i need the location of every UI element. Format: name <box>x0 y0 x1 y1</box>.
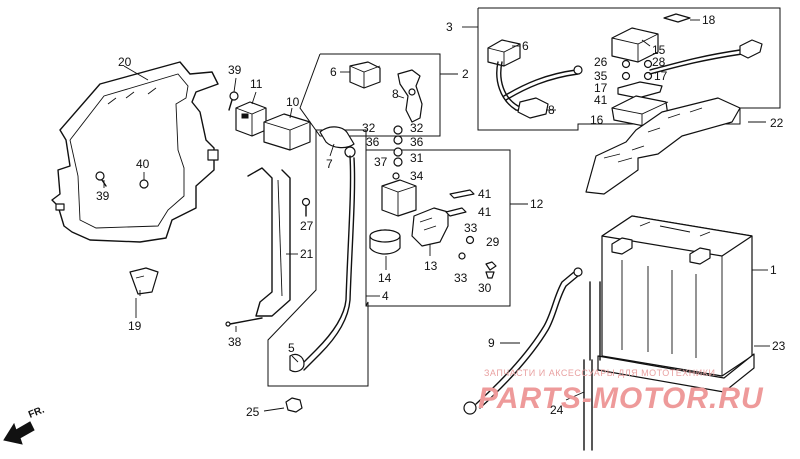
battery-cable-right <box>496 61 583 115</box>
callout-35: 35 <box>594 69 608 83</box>
fuses-41 <box>445 189 475 217</box>
battery-1 <box>601 215 768 377</box>
callout-24: 24 <box>550 403 564 417</box>
nut-40 <box>139 172 149 189</box>
callout-8-right: 8 <box>548 103 555 117</box>
callout-22: 22 <box>770 116 784 130</box>
label-18 <box>663 13 700 23</box>
assembly-frame-3 <box>462 7 781 131</box>
terminal-8-left <box>397 69 423 123</box>
callout-41-top: 41 <box>594 93 608 107</box>
watermark: ЗАПЧАСТИ И АКСЕССУАРЫ ДЛЯ МОТОТЕХНИКИ PA… <box>478 368 764 415</box>
nut-25 <box>263 397 303 413</box>
callout-15: 15 <box>652 43 666 57</box>
callout-28: 28 <box>652 55 666 69</box>
callout-12: 12 <box>530 197 544 211</box>
assembly-frame-4 <box>267 129 380 387</box>
callout-23: 23 <box>772 339 786 353</box>
callout-11: 11 <box>250 77 263 91</box>
callout-34: 34 <box>410 169 424 183</box>
battery-holder-22 <box>585 97 766 195</box>
assembly-frame-2 <box>299 53 458 137</box>
callout-32-right: 32 <box>410 121 424 135</box>
callout-33-lower: 33 <box>454 271 468 285</box>
callout-4: 4 <box>382 289 389 303</box>
ground-cable-9 <box>463 267 583 415</box>
cover-6-right <box>487 39 521 67</box>
front-direction-label: FR. <box>27 404 46 420</box>
cover-6-left <box>340 61 381 89</box>
front-direction-arrow: FR. <box>3 404 46 445</box>
battery-pad-23 <box>597 345 770 393</box>
callout-36-right: 36 <box>410 135 424 149</box>
callout-39-lower: 39 <box>96 189 110 203</box>
callout-3: 3 <box>446 20 453 34</box>
callout-9: 9 <box>488 336 495 350</box>
battery-case-20 <box>51 61 219 243</box>
callout-27: 27 <box>300 219 314 233</box>
breather-tube-24 <box>565 281 601 451</box>
callout-36-left: 36 <box>366 135 380 149</box>
bolt-39-lower <box>95 171 107 188</box>
fuse-holder-13 <box>411 207 449 256</box>
callout-30: 30 <box>478 281 492 295</box>
callout-6-right: 6 <box>522 39 529 53</box>
relay-11 <box>235 91 267 137</box>
callout-26: 26 <box>594 55 608 69</box>
starter-relay-14 <box>369 179 417 270</box>
callout-6-left: 6 <box>330 65 337 79</box>
callout-16: 16 <box>590 113 604 127</box>
callout-8-left: 8 <box>392 87 399 101</box>
callout-17-left: 17 <box>594 81 608 95</box>
callout-1: 1 <box>770 263 777 277</box>
clip-19 <box>129 267 159 318</box>
callout-31: 31 <box>410 151 424 165</box>
callout-13: 13 <box>424 259 438 273</box>
callout-5: 5 <box>288 341 295 355</box>
callout-14: 14 <box>378 271 392 285</box>
bracket-21 <box>247 167 298 317</box>
callouts: 20 39 11 10 40 39 19 27 21 38 25 5 7 4 6… <box>96 13 786 419</box>
callout-10: 10 <box>286 95 300 109</box>
callout-20: 20 <box>118 55 132 69</box>
bolt-39-upper <box>228 77 239 111</box>
pin-38 <box>225 317 263 332</box>
callout-17-right: 17 <box>654 69 668 83</box>
callout-7: 7 <box>326 157 333 171</box>
callout-41-mid: 41 <box>478 187 492 201</box>
callout-25: 25 <box>246 405 260 419</box>
watermark-caption: ЗАПЧАСТИ И АКСЕССУАРЫ ДЛЯ МОТОТЕХНИКИ <box>484 368 715 378</box>
fuse-box-15 <box>611 27 659 63</box>
terminal-cover-7 <box>319 126 356 158</box>
callout-21: 21 <box>300 247 314 261</box>
callout-2: 2 <box>462 67 469 81</box>
watermark-logo: PARTS-MOTOR.RU <box>478 382 764 415</box>
callout-38: 38 <box>228 335 242 349</box>
callout-29: 29 <box>486 235 500 249</box>
washers-32-36 <box>392 125 403 180</box>
callout-33-upper: 33 <box>464 221 478 235</box>
screws-33-29-30 <box>458 235 497 279</box>
starter-cable-5 <box>289 155 356 373</box>
bolt-27 <box>301 197 311 217</box>
regulator-10 <box>263 107 311 151</box>
callout-37: 37 <box>374 155 388 169</box>
callout-41-low: 41 <box>478 205 492 219</box>
callout-18: 18 <box>702 13 716 27</box>
callout-39-upper: 39 <box>228 63 242 77</box>
callout-40: 40 <box>136 157 150 171</box>
callout-19: 19 <box>128 319 142 333</box>
terminal-8-right <box>517 97 556 119</box>
callout-32-left: 32 <box>362 121 376 135</box>
